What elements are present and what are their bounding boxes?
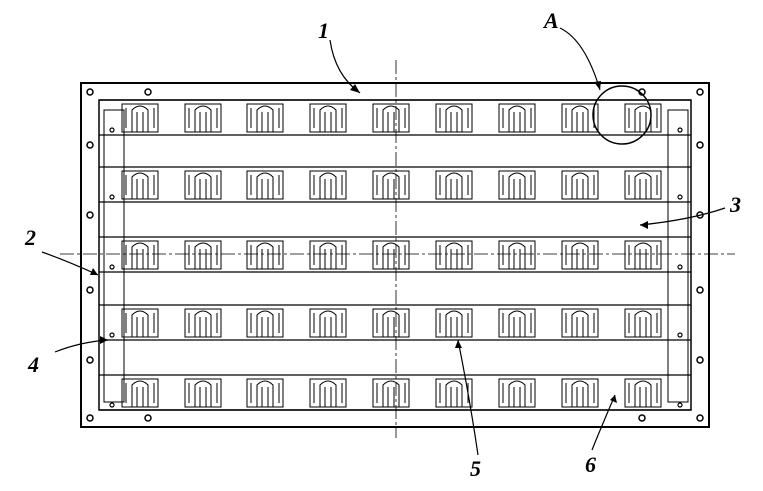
clip — [309, 103, 347, 133]
clip — [498, 240, 536, 270]
clip — [498, 308, 536, 338]
outer-frame — [80, 82, 710, 428]
clip — [246, 103, 284, 133]
clip — [309, 308, 347, 338]
label-a: A — [542, 8, 559, 33]
clip — [435, 308, 473, 338]
clip — [121, 103, 159, 133]
clip — [246, 378, 284, 408]
mounting-holes — [86, 88, 704, 422]
clip — [121, 170, 159, 200]
inner-frame — [98, 99, 692, 411]
strips — [99, 99, 691, 411]
clip — [246, 170, 284, 200]
clip — [372, 240, 410, 270]
strip-row — [99, 304, 691, 341]
clip — [561, 103, 599, 133]
clip — [498, 378, 536, 408]
clip — [184, 103, 222, 133]
clip — [372, 378, 410, 408]
clip — [624, 378, 662, 408]
strip-row — [99, 236, 691, 273]
clip — [184, 170, 222, 200]
clip — [184, 378, 222, 408]
clip — [184, 240, 222, 270]
label-1: 1 — [318, 18, 329, 43]
clip — [561, 170, 599, 200]
clip — [372, 170, 410, 200]
label-2: 2 — [24, 225, 36, 250]
clip — [372, 308, 410, 338]
clip — [561, 378, 599, 408]
clip — [624, 308, 662, 338]
clip — [561, 308, 599, 338]
right-side-rail — [667, 109, 689, 403]
left-side-rail — [103, 109, 125, 403]
label-5: 5 — [470, 456, 481, 481]
clip — [624, 170, 662, 200]
clip — [498, 103, 536, 133]
clip — [498, 170, 536, 200]
clip — [435, 240, 473, 270]
clip — [309, 170, 347, 200]
clip — [435, 103, 473, 133]
clip — [435, 170, 473, 200]
clip — [309, 378, 347, 408]
clip — [121, 378, 159, 408]
clip — [121, 308, 159, 338]
clip — [184, 308, 222, 338]
clip — [561, 240, 599, 270]
label-3: 3 — [729, 192, 741, 217]
clip — [246, 308, 284, 338]
clip — [309, 240, 347, 270]
detail-circle-a — [592, 85, 652, 145]
label-6: 6 — [585, 452, 596, 477]
clip — [246, 240, 284, 270]
leader-arrowheads — [90, 81, 648, 403]
label-4: 4 — [27, 352, 39, 377]
clip — [121, 240, 159, 270]
clip — [624, 240, 662, 270]
clips — [121, 103, 662, 408]
strip-row — [99, 166, 691, 203]
clip — [372, 103, 410, 133]
strip-row — [99, 99, 691, 136]
clip — [624, 103, 662, 133]
strip-row — [99, 374, 691, 411]
